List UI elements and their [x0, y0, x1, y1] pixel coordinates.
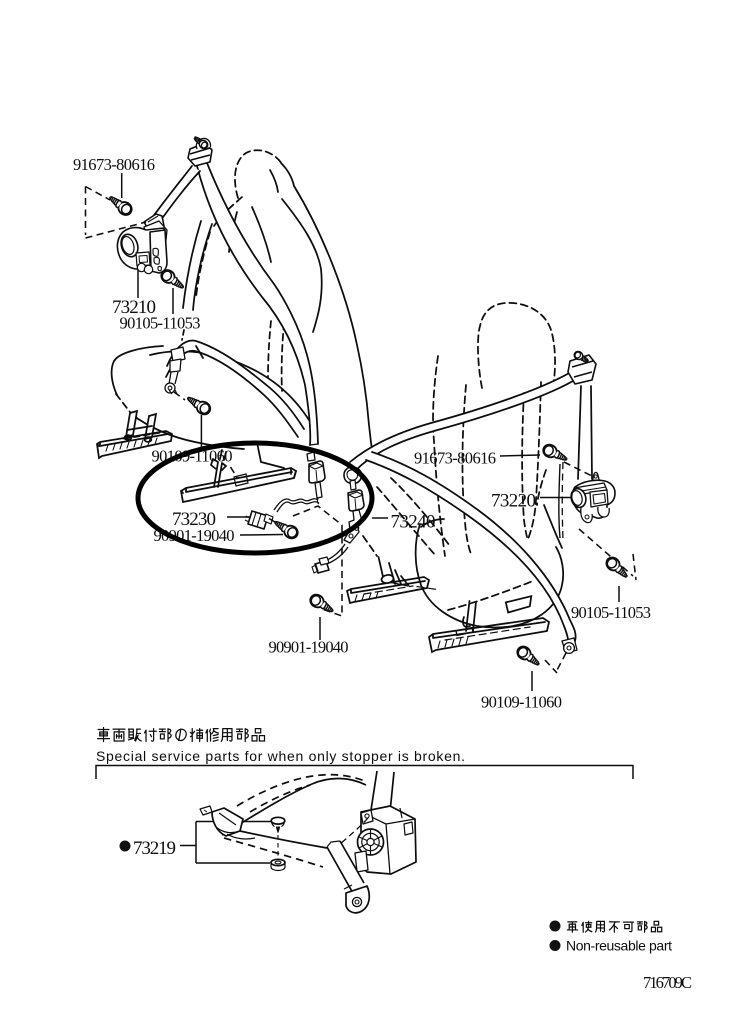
svg-text:90105-11053: 90105-11053: [120, 314, 201, 333]
svg-text:90109-11060: 90109-11060: [481, 693, 562, 712]
svg-text:73210: 73210: [112, 297, 156, 318]
svg-text:91673-80616: 91673-80616: [73, 155, 155, 174]
svg-text:Special service parts for when: Special service parts for when only stop…: [96, 748, 465, 764]
svg-text:91673-80616: 91673-80616: [414, 449, 496, 468]
svg-text:90105-11053: 90105-11053: [571, 603, 651, 622]
svg-text:716709C: 716709C: [643, 973, 692, 992]
svg-text:73220: 73220: [491, 491, 536, 512]
svg-text:73219: 73219: [133, 838, 176, 859]
svg-text:90901-19040: 90901-19040: [269, 638, 349, 657]
svg-text:Non-reusable part: Non-reusable part: [566, 938, 672, 954]
svg-text:73230: 73230: [172, 509, 216, 530]
svg-text:73240: 73240: [391, 512, 436, 533]
